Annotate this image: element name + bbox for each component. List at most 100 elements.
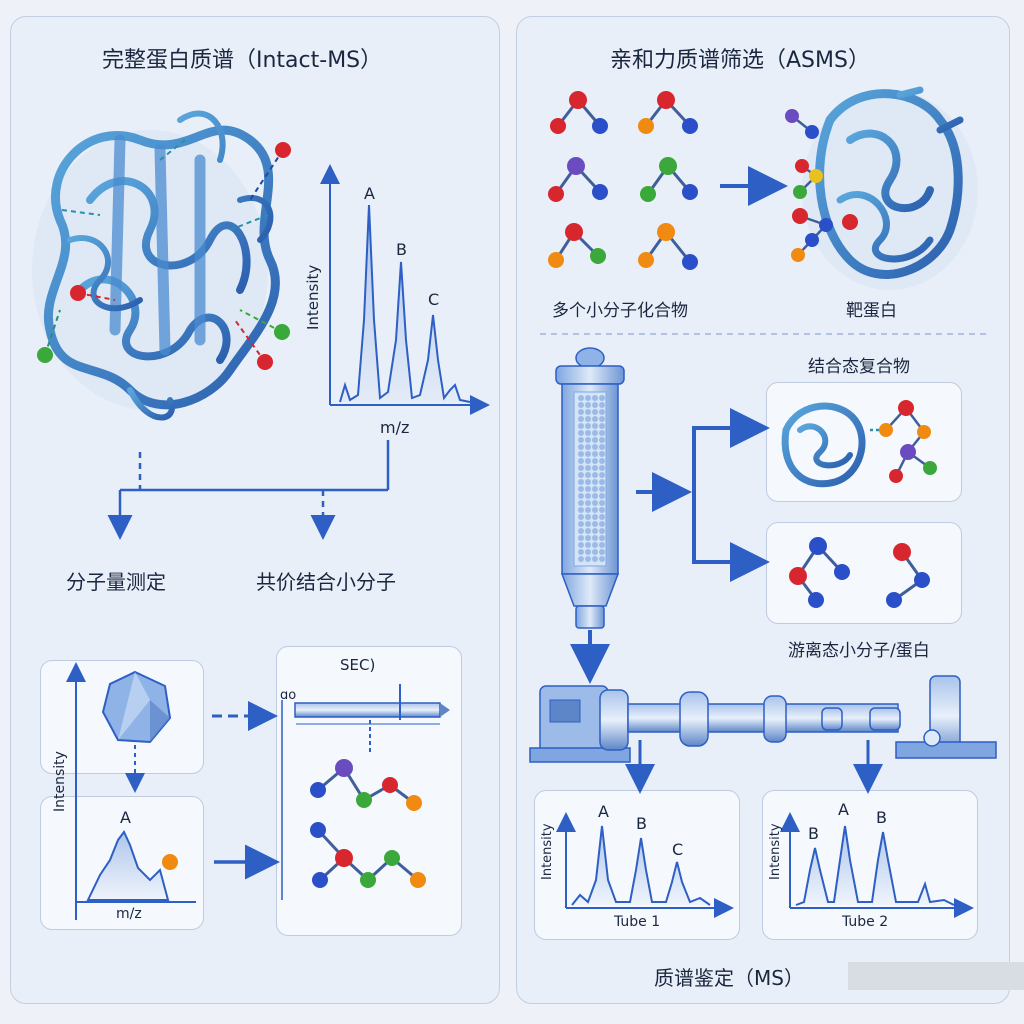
tube1-peak-a: A <box>598 802 609 821</box>
protein-structure-icon <box>32 110 280 421</box>
column-bead <box>599 472 605 478</box>
column-bead <box>599 402 605 408</box>
column-bead <box>592 430 598 436</box>
mass-spectrometer-icon <box>529 675 997 794</box>
column-bead <box>585 416 591 422</box>
column-bead <box>592 542 598 548</box>
column-bead <box>585 479 591 485</box>
column-bead <box>592 395 598 401</box>
column-bead <box>578 521 584 527</box>
outcome-covalent-binding: 共价结合小分子 <box>256 570 396 594</box>
sec-atoms <box>310 759 426 888</box>
column-bead <box>592 437 598 443</box>
tube2-peak-b-left: B <box>808 824 819 843</box>
column-bead <box>578 486 584 492</box>
column-bead <box>599 500 605 506</box>
column-bead <box>585 451 591 457</box>
column-bead <box>578 465 584 471</box>
tube1-ylabel: Intensity <box>540 823 555 880</box>
decorative-bar <box>848 962 1024 990</box>
sub-left-peak-a: A <box>120 808 131 827</box>
column-bead <box>592 409 598 415</box>
sub-left-axes <box>66 662 196 920</box>
column-bead <box>578 507 584 513</box>
sec-molecules <box>316 766 419 882</box>
column-bead <box>592 472 598 478</box>
spectrum-xlabel: m/z <box>380 418 410 437</box>
column-bead <box>592 556 598 562</box>
target-protein-label: 靶蛋白 <box>846 301 897 321</box>
column-bead <box>599 556 605 562</box>
tube1-peak-c: C <box>672 840 684 859</box>
free-atoms <box>789 537 930 608</box>
column-bead <box>599 535 605 541</box>
column-bead <box>578 437 584 443</box>
sub-left-xlabel: m/z <box>116 906 142 922</box>
column-bead <box>599 521 605 527</box>
column-bead <box>585 409 591 415</box>
crystal-icon <box>101 670 172 793</box>
sec-glyph: ɑo <box>280 688 297 703</box>
column-bead <box>585 542 591 548</box>
column-bead <box>592 514 598 520</box>
column-bead <box>585 556 591 562</box>
column-bead <box>599 493 605 499</box>
target-atoms <box>785 109 858 262</box>
column-bead <box>592 423 598 429</box>
column-bead <box>578 409 584 415</box>
column-bead <box>599 542 605 548</box>
left-flow-connectors <box>107 440 390 540</box>
column-bead <box>599 409 605 415</box>
column-bead <box>578 493 584 499</box>
column-bead <box>578 451 584 457</box>
tube1-spectrum <box>556 812 734 918</box>
column-bead <box>592 416 598 422</box>
intact-ms-spectrum <box>320 164 490 415</box>
column-bead <box>585 486 591 492</box>
free-label: 游离态小分子/蛋白 <box>788 641 930 661</box>
peak-label-c: C <box>428 290 440 309</box>
right-panel-title: 亲和力质谱筛选（ASMS） <box>610 48 870 73</box>
column-bead <box>585 402 591 408</box>
outcome-molecular-weight: 分子量测定 <box>66 570 166 594</box>
column-bead <box>585 465 591 471</box>
column-bead <box>585 507 591 513</box>
tube2-ylabel: Intensity <box>768 823 783 880</box>
column-bead <box>578 395 584 401</box>
peak-label-b: B <box>396 240 407 259</box>
column-bead <box>585 444 591 450</box>
column-bead <box>585 514 591 520</box>
column-bead <box>578 444 584 450</box>
left-panel-title: 完整蛋白质谱（Intact-MS） <box>102 48 383 73</box>
sec-column-icon <box>281 684 450 900</box>
column-bead <box>592 479 598 485</box>
compound-atoms <box>548 91 698 270</box>
tube2-peak-b-right: B <box>876 808 887 827</box>
sub-flow-arrows <box>212 701 280 880</box>
peak-label-a: A <box>364 184 375 203</box>
ms-identification-label: 质谱鉴定（MS） <box>654 966 804 990</box>
column-bead <box>578 514 584 520</box>
column-bead <box>599 458 605 464</box>
column-bead <box>599 514 605 520</box>
ligand-molecules <box>37 139 291 370</box>
column-bead <box>599 437 605 443</box>
column-bead <box>599 423 605 429</box>
column-bead <box>599 444 605 450</box>
column-bead <box>585 395 591 401</box>
column-bead <box>585 430 591 436</box>
sub-left-ylabel: Intensity <box>52 751 68 812</box>
column-bead <box>585 458 591 464</box>
tube1-peak-b: B <box>636 814 647 833</box>
column-bead <box>578 549 584 555</box>
column-bead <box>592 535 598 541</box>
column-bead <box>578 472 584 478</box>
complex-label: 结合态复合物 <box>808 357 910 377</box>
column-bead <box>599 479 605 485</box>
complex-ligand <box>870 407 931 477</box>
column-bead <box>578 542 584 548</box>
column-bead <box>585 423 591 429</box>
column-bead <box>578 556 584 562</box>
column-bead <box>592 402 598 408</box>
